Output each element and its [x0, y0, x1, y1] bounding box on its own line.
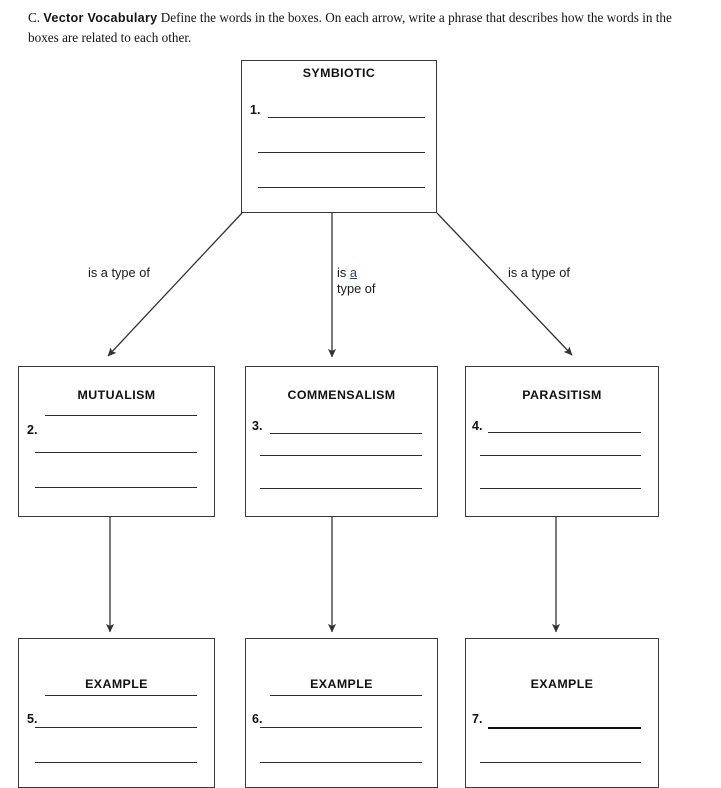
- box-example-commensalism-line-2[interactable]: [260, 762, 422, 763]
- box-parasitism-number: 4.: [472, 419, 483, 433]
- box-symbiotic-line-3[interactable]: [258, 187, 425, 188]
- box-example-parasitism-number: 7.: [472, 712, 483, 726]
- box-mutualism-line-1[interactable]: [45, 415, 197, 416]
- box-symbiotic[interactable]: SYMBIOTIC 1.: [241, 60, 437, 213]
- box-commensalism[interactable]: COMMENSALISM 3.: [245, 366, 438, 517]
- section-title: Vector Vocabulary: [43, 11, 158, 25]
- box-example-commensalism[interactable]: EXAMPLE 6.: [245, 638, 438, 788]
- box-commensalism-line-2[interactable]: [260, 455, 422, 456]
- box-mutualism[interactable]: MUTUALISM 2.: [18, 366, 215, 517]
- box-parasitism[interactable]: PARASITISM 4.: [465, 366, 659, 517]
- box-commensalism-title: COMMENSALISM: [287, 388, 396, 402]
- box-parasitism-line-3[interactable]: [480, 488, 641, 489]
- box-symbiotic-line-2[interactable]: [258, 152, 425, 153]
- instructions-line-2: that describes how the words in the boxe…: [28, 10, 672, 45]
- box-example-mutualism-title: EXAMPLE: [85, 677, 148, 691]
- arrow-root-to-mutualism: [107, 212, 243, 357]
- box-example-mutualism[interactable]: EXAMPLE 5.: [18, 638, 215, 788]
- box-example-commensalism-number: 6.: [252, 712, 263, 726]
- box-example-commensalism-line-1[interactable]: [260, 727, 422, 728]
- box-symbiotic-number: 1.: [250, 103, 261, 117]
- box-example-mutualism-number: 5.: [27, 712, 38, 726]
- box-parasitism-line-1[interactable]: [488, 432, 641, 433]
- box-commensalism-number: 3.: [252, 419, 263, 433]
- box-commensalism-line-1[interactable]: [270, 433, 422, 434]
- box-symbiotic-title: SYMBIOTIC: [302, 66, 376, 80]
- worksheet-instructions: C. Vector Vocabulary Define the words in…: [28, 8, 688, 47]
- relation-label-center: is a type of: [337, 265, 375, 297]
- relation-label-right: is a type of: [508, 265, 570, 280]
- box-example-parasitism-line-2[interactable]: [480, 762, 641, 763]
- box-example-parasitism-line-1[interactable]: [488, 727, 641, 729]
- box-example-mutualism-line-2[interactable]: [35, 762, 197, 763]
- relation-center-prefix: is: [337, 265, 350, 280]
- relation-center-suffix: type of: [337, 281, 376, 296]
- box-symbiotic-line-1[interactable]: [268, 117, 425, 118]
- box-mutualism-number: 2.: [27, 423, 38, 437]
- box-example-parasitism[interactable]: EXAMPLE 7.: [465, 638, 659, 788]
- arrow-root-to-parasitism: [436, 212, 573, 356]
- box-parasitism-title: PARASITISM: [522, 388, 602, 402]
- box-commensalism-line-3[interactable]: [260, 488, 422, 489]
- section-letter: C.: [28, 10, 41, 25]
- box-example-parasitism-title: EXAMPLE: [530, 677, 594, 691]
- box-mutualism-line-2[interactable]: [35, 452, 197, 453]
- box-parasitism-line-2[interactable]: [480, 455, 641, 456]
- relation-label-left: is a type of: [88, 265, 150, 280]
- box-example-commensalism-title-rule: [270, 695, 422, 696]
- box-example-commensalism-title: EXAMPLE: [310, 677, 373, 691]
- box-mutualism-title: MUTUALISM: [77, 388, 156, 402]
- box-example-mutualism-line-1[interactable]: [35, 727, 197, 728]
- box-mutualism-line-3[interactable]: [35, 487, 197, 488]
- box-example-mutualism-title-rule: [45, 695, 197, 696]
- instructions-line-1: Define the words in the boxes. On each a…: [160, 10, 483, 25]
- relation-center-link[interactable]: a: [349, 265, 357, 280]
